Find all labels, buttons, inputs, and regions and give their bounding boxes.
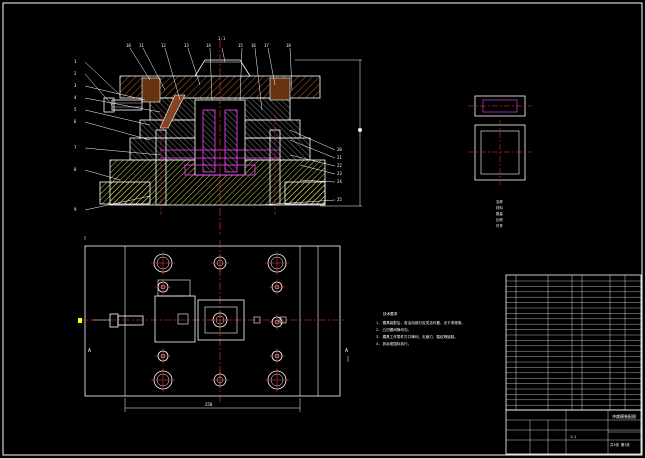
parts-list-table <box>505 274 642 411</box>
leader-num: 16 <box>251 43 256 48</box>
leader-num: 6 <box>74 119 77 124</box>
technical-notes: 技术要求 1. 模具装配后，各活动部分应灵活可靠，无卡滞现象。 2. 凸凹模间隙… <box>376 311 465 346</box>
note-line: 3. 模具工作零件刃口锋利，无崩刃、裂纹等缺陷。 <box>376 334 458 339</box>
small-label: 材料 <box>496 205 503 210</box>
leader-num: 5 <box>74 107 77 112</box>
scale-label: 1:1 <box>570 435 576 439</box>
leader-num: 8 <box>74 167 77 172</box>
leader-num: 21 <box>337 155 342 160</box>
front-section-view <box>99 40 362 235</box>
small-label: 名称 <box>496 199 503 204</box>
leader-num: 23 <box>337 171 342 176</box>
leader-numbers-right: 20 21 22 23 24 25 <box>337 147 342 202</box>
leader-num: 24 <box>337 179 342 184</box>
leader-num: 9 <box>74 207 77 212</box>
note-line: 2. 凸凹模间隙均匀。 <box>376 327 411 332</box>
leaders-right <box>259 129 336 206</box>
title-block <box>505 409 642 455</box>
section-mark-left: A <box>88 348 91 354</box>
leader-num: 3 <box>74 83 77 88</box>
center-mark: 1:1 <box>218 36 226 41</box>
leader-num: 18 <box>286 43 291 48</box>
small-label: 数量 <box>496 211 503 216</box>
leader-num: 4 <box>74 95 77 100</box>
small-view-labels: 名称 材料 数量 比例 件号 <box>496 199 503 228</box>
leader-num: 25 <box>337 197 342 202</box>
leader-num: 10 <box>126 43 131 48</box>
leader-num: 13 <box>184 43 189 48</box>
note-line: 1. 模具装配后，各活动部分应灵活可靠，无卡滞现象。 <box>376 320 465 325</box>
leader-numbers-left: 1 2 3 4 5 6 7 8 9 <box>74 59 77 212</box>
note-line: 4. 其余按国标执行。 <box>376 341 411 346</box>
leader-num: 14 <box>206 43 211 48</box>
part-detail-view <box>468 95 532 185</box>
leader-numbers-top: 10 11 12 13 14 1:1 15 16 17 18 <box>126 36 291 48</box>
leaders-left <box>84 61 161 211</box>
leader-num: 12 <box>161 43 166 48</box>
notes-heading: 技术要求 <box>383 311 398 316</box>
leaders-top <box>129 47 293 111</box>
leader-num: 7 <box>74 145 77 150</box>
leader-num: 1 <box>74 59 77 64</box>
leader-num: 2 <box>74 71 77 76</box>
section-mark-right: A <box>345 348 348 354</box>
dim-bottom-label: 250 <box>205 402 213 407</box>
leader-num: 22 <box>337 163 342 168</box>
plan-view <box>78 236 349 412</box>
leader-num: 11 <box>139 43 144 48</box>
leader-num: 17 <box>264 43 269 48</box>
sheet-info: 共1张 第1张 <box>610 442 630 447</box>
plan-holes <box>151 251 289 392</box>
small-label: 件号 <box>496 223 503 228</box>
leader-num: 20 <box>337 147 342 152</box>
drawing-title: 冲裁模装配图 <box>612 413 636 419</box>
small-label: 比例 <box>496 217 503 222</box>
leader-num: 15 <box>238 43 243 48</box>
